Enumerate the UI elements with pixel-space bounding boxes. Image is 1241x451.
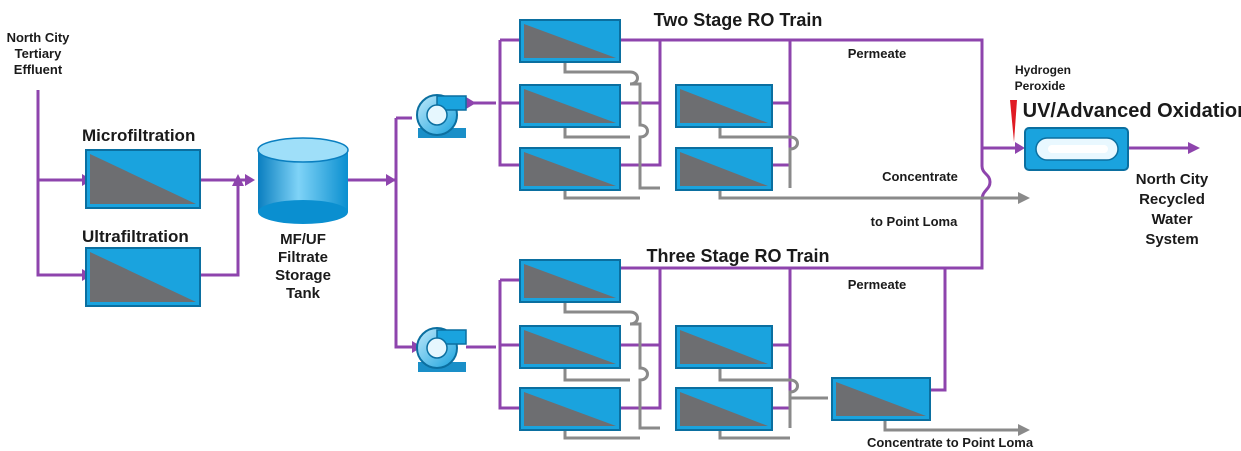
tank-label-line-4: Tank	[286, 285, 321, 302]
concentrate-label-bottom: Concentrate to Point Loma	[867, 435, 1034, 450]
membrane-module-icon	[675, 325, 773, 369]
ro-train-three-stage	[519, 259, 931, 431]
output-line-4: System	[1145, 231, 1198, 248]
membrane-module-icon	[519, 147, 621, 191]
hydrogen-peroxide-label: Hydrogen Peroxide	[1015, 63, 1071, 93]
pump-icon	[416, 327, 467, 372]
peroxide-line-2: Peroxide	[1015, 79, 1066, 93]
ultrafiltration-label: Ultrafiltration	[82, 227, 189, 246]
peroxide-injector-icon	[1010, 100, 1017, 142]
output-line-2: Recycled	[1139, 191, 1205, 208]
output-line-1: North City	[1136, 171, 1209, 188]
membrane-module-icon	[519, 84, 621, 128]
source-label-line-1: North City	[7, 30, 71, 45]
two-stage-ro-title: Two Stage RO Train	[654, 10, 823, 30]
source-label-line-3: Effluent	[14, 62, 63, 77]
source-label: North City Tertiary Effluent	[7, 30, 71, 77]
tank-label-line-2: Filtrate	[278, 249, 328, 266]
ultrafiltration-module	[85, 247, 201, 307]
output-line-3: Water	[1151, 211, 1192, 228]
source-label-line-2: Tertiary	[15, 46, 62, 61]
grey-concentrate-lines	[563, 60, 1020, 440]
purple-flow-lines	[36, 38, 1190, 410]
microfiltration-module	[85, 149, 201, 209]
tank-label-line-1: MF/UF	[280, 231, 326, 248]
concentrate-label-top: Concentrate to Point Loma	[871, 169, 958, 229]
uv-advanced-oxidation-title: UV/Advanced Oxidation	[1023, 100, 1241, 122]
permeate-label-top: Permeate	[848, 46, 907, 61]
output-label: North City Recycled Water System	[1136, 171, 1209, 248]
concentrate-top-line-2: to Point Loma	[871, 214, 958, 229]
pump-icon	[416, 94, 467, 138]
membrane-module-icon	[519, 259, 621, 303]
storage-tank-icon	[257, 137, 349, 224]
concentrate-top-line-1: Concentrate	[882, 169, 958, 184]
membrane-module-icon	[675, 387, 773, 431]
peroxide-line-1: Hydrogen	[1015, 63, 1071, 77]
ro-train-two-stage	[519, 19, 773, 191]
membrane-module-icon	[831, 377, 931, 421]
membrane-module-icon	[85, 149, 201, 209]
membrane-module-icon	[675, 147, 773, 191]
tank-label-line-3: Storage	[275, 267, 331, 284]
membrane-module-icon	[519, 19, 621, 63]
uv-reactor-icon	[1024, 127, 1129, 171]
tank-label: MF/UF Filtrate Storage Tank	[275, 231, 331, 302]
membrane-module-icon	[519, 325, 621, 369]
membrane-module-icon	[519, 387, 621, 431]
membrane-module-icon	[675, 84, 773, 128]
permeate-label-bottom: Permeate	[848, 277, 907, 292]
microfiltration-label: Microfiltration	[82, 126, 195, 145]
membrane-module-icon	[85, 247, 201, 307]
three-stage-ro-title: Three Stage RO Train	[646, 246, 829, 266]
